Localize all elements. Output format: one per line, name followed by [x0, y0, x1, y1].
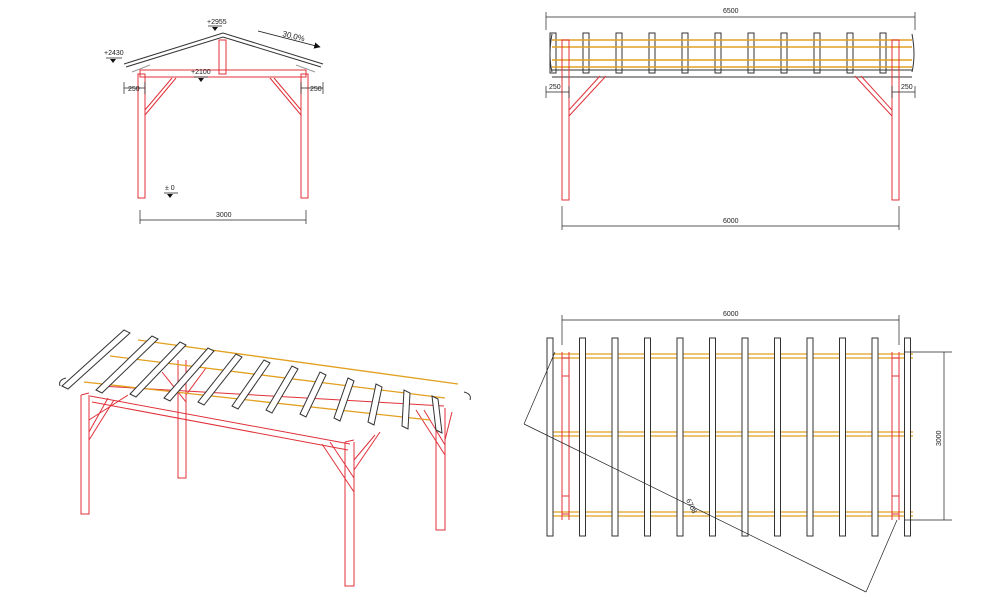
- plan-rafter: [611, 337, 619, 537]
- side-rafter: [747, 32, 755, 74]
- plan-dimensions: [523, 315, 952, 593]
- front-posts: [137, 39, 309, 199]
- iso-rafter: [367, 383, 383, 426]
- front-overhang-left-label: 250: [128, 86, 140, 93]
- plan-view: 6000 3000 6708: [523, 311, 952, 593]
- iso-rafter: [95, 335, 159, 394]
- iso-rafter: [197, 353, 243, 406]
- plan-rafter: [741, 337, 749, 537]
- plan-rafter: [676, 337, 684, 537]
- side-total-length-label: 6500: [723, 8, 739, 15]
- plan-rafter: [871, 337, 879, 537]
- plan-rafter: [839, 337, 846, 537]
- iso-rafter: [265, 365, 299, 414]
- plan-rafter: [904, 337, 911, 537]
- iso-rafter: [129, 341, 187, 398]
- side-rafter: [681, 32, 689, 74]
- iso-rafter: [401, 389, 411, 430]
- eave-level-label: +2430: [104, 50, 124, 57]
- front-level-markers: [110, 27, 218, 198]
- side-overhang-left-label: 250: [549, 84, 561, 91]
- plan-rafter: [774, 337, 781, 537]
- front-overhang-right-label: 250: [310, 86, 322, 93]
- side-rafter: [714, 32, 722, 74]
- iso-rafters: [61, 329, 443, 434]
- iso-rafter: [299, 371, 327, 418]
- plan-rafter: [644, 337, 651, 537]
- front-width-label: 3000: [216, 212, 232, 219]
- front-view: +2955 +2430 +2100 ± 0 30.0% 250 250 3000: [104, 19, 324, 224]
- side-beam: [549, 33, 915, 78]
- plan-posts-beams: [561, 352, 900, 520]
- side-rafters: [549, 32, 887, 74]
- plan-depth-label: 3000: [936, 430, 943, 446]
- plan-purlins: [547, 353, 913, 517]
- iso-rafter: [61, 329, 131, 390]
- iso-rafter: [431, 395, 443, 434]
- iso-rafter: [163, 347, 215, 402]
- side-rafter: [615, 32, 623, 74]
- side-posts: [561, 39, 900, 201]
- front-roof: [123, 32, 324, 73]
- slope-arrow: [257, 30, 321, 49]
- side-rafter: [879, 32, 887, 74]
- beam-level-label: +2100: [191, 69, 211, 76]
- iso-rafter: [231, 359, 271, 410]
- plan-rafter: [709, 337, 716, 537]
- plan-rafter: [806, 337, 814, 537]
- side-overhang-right-label: 250: [901, 84, 913, 91]
- side-dimensions: [545, 12, 916, 230]
- isometric-view: [59, 329, 471, 587]
- slope-label: 30.0%: [282, 29, 306, 43]
- iso-fascia: [59, 377, 471, 401]
- ridge-level-label: +2955: [207, 19, 227, 26]
- plan-post-span-label: 6000: [723, 311, 739, 318]
- side-purlins: [552, 39, 912, 68]
- side-rafter: [780, 32, 788, 74]
- ground-level-label: ± 0: [165, 185, 175, 192]
- plan-rafters: [546, 337, 911, 537]
- side-rafter: [648, 32, 656, 74]
- side-rafter: [813, 32, 821, 74]
- side-rafter: [846, 32, 854, 74]
- side-view: 6500 250 250 6000: [545, 8, 916, 230]
- front-dimensions: [106, 25, 324, 224]
- side-post-span-label: 6000: [723, 218, 739, 225]
- plan-rafter: [579, 337, 586, 537]
- iso-rafter: [333, 377, 355, 422]
- side-rafter: [582, 32, 590, 74]
